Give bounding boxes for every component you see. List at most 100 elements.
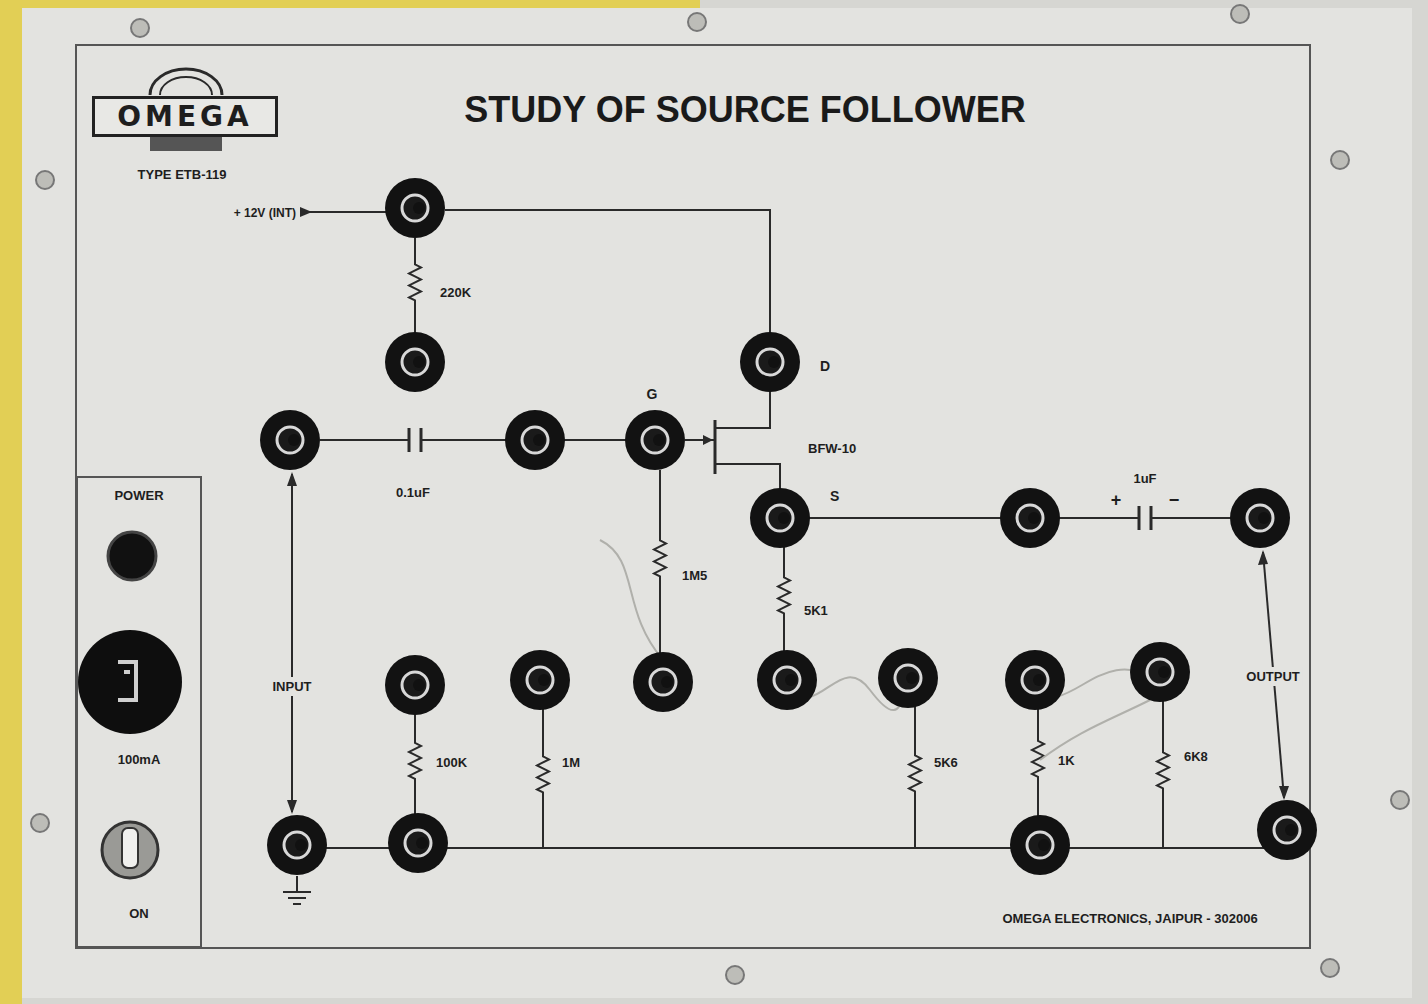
terminal-socket [510,650,570,710]
pin-name: G [647,386,658,402]
terminal-hole [1158,666,1170,678]
terminal-ring [522,427,548,453]
resistor-symbol [654,470,666,654]
terminal-ring [402,195,428,221]
terminal-ring [767,505,793,531]
terminal-hole [295,839,307,851]
logo-arc [160,77,212,95]
terminal-ring [757,349,783,375]
capacitor-plate [1150,506,1153,530]
terminal-ring [527,667,553,693]
component-value: 6K8 [1184,749,1208,764]
resistor-symbol [409,714,421,815]
terminal-ring [895,665,921,691]
screw [688,13,706,31]
component-value: 5K6 [934,755,958,770]
terminal-hole [413,356,425,368]
label-holder: TYPE ETB-119 [138,165,227,183]
arrowhead [287,800,297,814]
resistor-symbol [778,546,790,652]
terminal-ring [1274,817,1300,843]
terminal-hole [1258,512,1270,524]
wire [562,439,630,441]
label-holder: OMEGA ELECTRONICS, JAIPUR - 302006 [1002,909,1257,927]
text-slot: 100mA [78,750,200,768]
title-holder: STUDY OF SOURCE FOLLOWER [464,89,1025,131]
arrowhead [1258,550,1268,565]
panel-caption: 100mA [118,752,161,767]
wire [1058,517,1138,519]
supply-arrow-line [300,211,390,213]
component-value: 1K [1058,753,1075,768]
panel-caption: ON [129,906,149,921]
patch-cord [600,540,663,660]
terminal-ring [402,672,428,698]
maker-name: OMEGA ELECTRONICS, JAIPUR - 302006 [1002,911,1257,926]
terminal-hole [533,434,545,446]
logo-arc [150,69,222,95]
terminal-socket [505,410,565,470]
terminal-ring [774,667,800,693]
signal-name: OUTPUT [1243,667,1302,686]
signal-arrow-line [291,474,293,812]
label-holder: − [1169,490,1180,511]
panel-caption: POWER [114,488,163,503]
capacitor-plate [1138,506,1141,530]
drain-lead [715,390,770,428]
terminal-socket [385,178,445,238]
patch-cord [1040,700,1150,760]
arrowhead [1279,786,1289,800]
terminal-socket [750,488,810,548]
board-edge [0,0,22,1004]
label-holder: S [830,487,839,505]
terminal-hole [1033,674,1045,686]
logo-base [150,137,222,151]
component-value: 0.1uF [396,485,430,500]
terminal-hole [653,434,665,446]
logo-text: OMEGA [117,100,252,133]
terminal-hole [416,837,428,849]
terminal-hole [413,679,425,691]
fuse-mark [118,662,136,700]
capacitor-plate [420,428,423,452]
terminal-hole [1285,824,1297,836]
label-holder: OUTPUT [1243,667,1302,685]
wire [422,439,508,441]
screw [1321,959,1339,977]
screw [726,966,744,984]
terminal-socket [757,650,817,710]
terminal-socket [385,332,445,392]
label-holder: 100K [436,753,467,771]
terminal-socket [1010,815,1070,875]
label-holder: G [647,385,658,403]
wire [320,439,408,441]
terminal-socket [625,410,685,470]
label-holder: INPUT [270,677,315,695]
part-number: BFW-10 [808,441,856,456]
terminal-socket [1005,650,1065,710]
terminal-hole [538,674,550,686]
power-switch [102,822,158,878]
label-holder: 1uF [1133,469,1156,487]
fuse-holder [78,630,182,734]
text-slot: ON [78,904,200,922]
ground-symbol [283,891,311,893]
resistor-symbol [537,708,549,848]
power-panel: POWER 100mA ON [76,476,202,948]
switch-toggle [122,828,138,868]
capacitor-plate [408,428,411,452]
text-slot: POWER [78,486,200,504]
label-holder: 220K [440,283,471,301]
terminal-socket [1130,642,1190,702]
terminal-ring [284,832,310,858]
component-value: 5K1 [804,603,828,618]
label-holder: 0.1uF [396,483,430,501]
terminal-ring [1022,667,1048,693]
label-holder: 1K [1058,751,1075,769]
terminal-ring [1147,659,1173,685]
drain-wire [445,210,770,335]
terminal-hole [1028,512,1040,524]
terminal-hole [768,356,780,368]
terminal-hole [661,676,673,688]
